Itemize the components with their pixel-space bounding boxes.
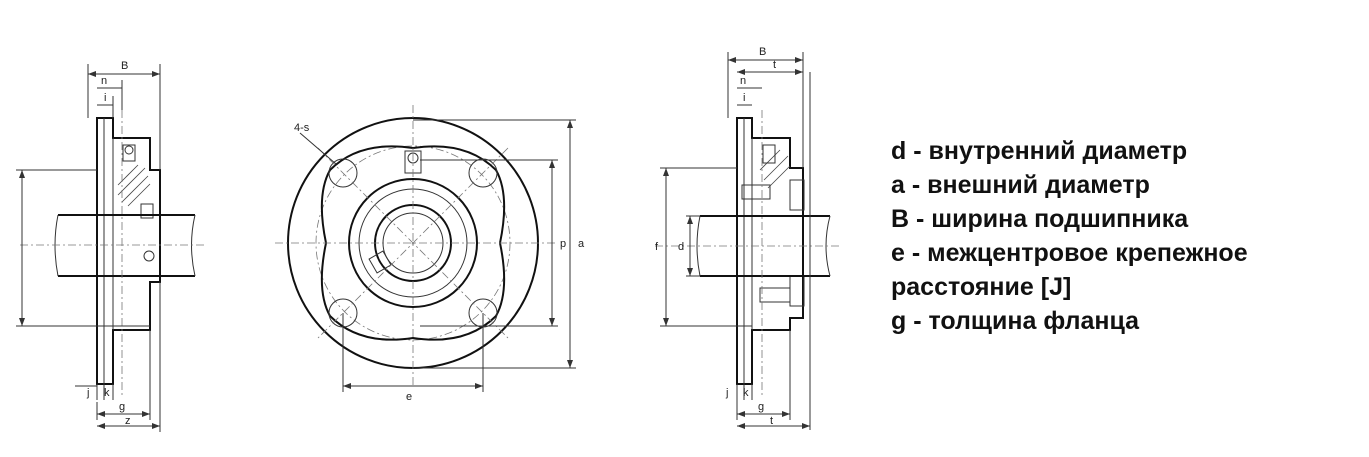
dim-a: a (578, 238, 585, 250)
dim-p: p (560, 238, 566, 250)
dim-t-right-top: t (773, 59, 776, 71)
legend-line-b: B - ширина подшипника (891, 205, 1189, 233)
dim-t-right-bottom: t (770, 415, 773, 427)
front-view (275, 105, 576, 392)
dim-j-right: j (725, 387, 728, 399)
dim-b-left: B (121, 60, 128, 72)
dim-i-right: i (743, 92, 745, 104)
dim-d: d (678, 241, 684, 253)
legend-line-e: e - межцентровое крепежное (891, 239, 1248, 267)
dim-k-right: k (743, 387, 749, 399)
legend-line-a: a - внешний диаметр (891, 171, 1150, 199)
legend-line-e-cont: расстояние [J] (891, 273, 1072, 301)
legend-line-g: g - толщина фланца (891, 307, 1140, 335)
dim-g-left: g (119, 401, 125, 413)
holes-label: 4-s (294, 122, 310, 134)
dim-e: e (406, 391, 412, 403)
dim-n-left: n (101, 75, 107, 87)
dim-k-left: k (104, 387, 110, 399)
dim-g-right: g (758, 401, 764, 413)
legend-line-d: d - внутренний диаметр (891, 137, 1188, 165)
left-side-view (16, 64, 205, 432)
right-side-view (655, 52, 840, 430)
dim-z-left: z (125, 415, 131, 427)
dim-b-right: B (759, 46, 766, 58)
dim-f: f (655, 241, 659, 253)
dim-i-left: i (104, 92, 106, 104)
dimension-legend: d - внутренний диаметр a - внешний диаме… (891, 134, 1361, 338)
dim-j-left: j (86, 387, 89, 399)
dim-n-right: n (740, 75, 746, 87)
